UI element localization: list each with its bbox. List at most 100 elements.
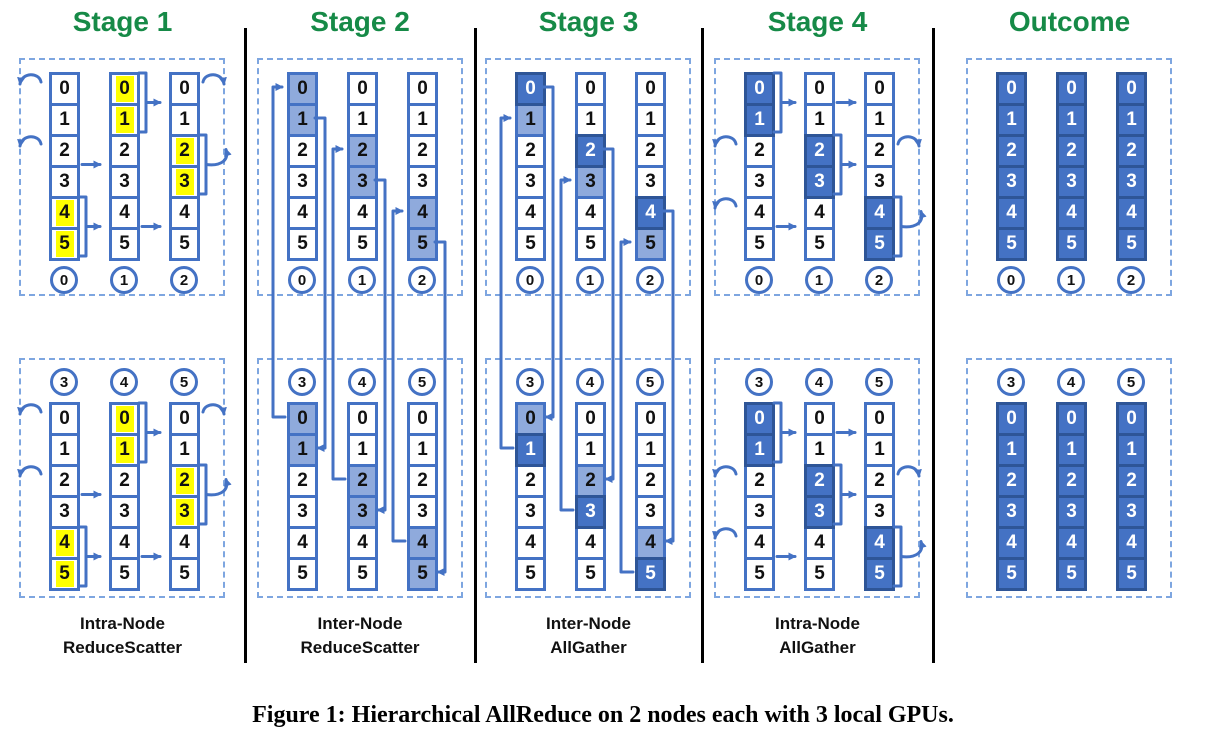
memory-cell: 3 — [1056, 165, 1087, 199]
cell-value: 4 — [1006, 532, 1017, 553]
stage-label-line: Inter-Node — [546, 614, 631, 633]
cell-value: 1 — [814, 439, 825, 460]
memory-cell: 0 — [575, 72, 606, 106]
cell-value: 4 — [874, 532, 885, 553]
memory-cell: 4 — [575, 196, 606, 230]
cell-value: 3 — [357, 501, 368, 522]
cell-value: 2 — [119, 470, 130, 491]
memory-cell: 0 — [804, 72, 835, 106]
memory-cell: 1 — [287, 433, 318, 467]
memory-cell: 0 — [109, 402, 140, 436]
cell-value: 5 — [179, 563, 190, 584]
memory-cell: 4 — [347, 526, 378, 560]
memory-cell: 0 — [996, 72, 1027, 106]
memory-cell: 1 — [864, 433, 895, 467]
cell-value: 0 — [754, 78, 765, 99]
cell-value: 5 — [585, 233, 596, 254]
memory-cell: 1 — [1056, 103, 1087, 137]
memory-cell: 0 — [635, 72, 666, 106]
memory-cell: 5 — [407, 557, 438, 591]
cell-value: 1 — [645, 109, 656, 130]
memory-cell: 0 — [864, 72, 895, 106]
memory-cell: 4 — [287, 196, 318, 230]
memory-cell: 0 — [407, 402, 438, 436]
memory-cell: 2 — [287, 134, 318, 168]
gpu-id-badge: 0 — [50, 266, 78, 294]
memory-cell: 5 — [407, 227, 438, 261]
cell-value: 4 — [814, 532, 825, 553]
cell-value: 3 — [417, 171, 428, 192]
memory-cell: 3 — [635, 165, 666, 199]
memory-cell: 3 — [287, 165, 318, 199]
cell-value: 1 — [357, 109, 368, 130]
memory-cell: 0 — [287, 72, 318, 106]
gpu-id-badge: 4 — [348, 368, 376, 396]
cell-value: 0 — [357, 78, 368, 99]
memory-cell: 4 — [575, 526, 606, 560]
cell-value: 3 — [297, 171, 308, 192]
memory-cell: 1 — [347, 103, 378, 137]
memory-cell: 4 — [864, 526, 895, 560]
cell-value: 1 — [754, 439, 765, 460]
cell-value: 0 — [645, 78, 656, 99]
cell-value: 5 — [754, 563, 765, 584]
cell-value: 5 — [179, 233, 190, 254]
memory-cell: 3 — [109, 495, 140, 529]
cell-value: 3 — [417, 501, 428, 522]
memory-cell: 4 — [804, 526, 835, 560]
memory-cell: 5 — [287, 227, 318, 261]
cell-value: 1 — [297, 439, 308, 460]
memory-cell: 2 — [744, 134, 775, 168]
memory-cell: 0 — [1056, 72, 1087, 106]
stage-label-line: ReduceScatter — [62, 637, 183, 657]
cell-value: 3 — [175, 499, 194, 525]
memory-cell: 1 — [744, 433, 775, 467]
cell-value: 4 — [525, 532, 536, 553]
memory-cell: 0 — [1056, 402, 1087, 436]
cell-value: 5 — [119, 233, 130, 254]
cell-value: 0 — [585, 408, 596, 429]
memory-cell: 1 — [407, 103, 438, 137]
memory-cell: 4 — [169, 526, 200, 560]
memory-cell: 5 — [1056, 227, 1087, 261]
cell-value: 2 — [585, 140, 596, 161]
memory-cell: 4 — [109, 196, 140, 230]
memory-cell: 1 — [575, 103, 606, 137]
cell-value: 4 — [179, 202, 190, 223]
memory-cell: 3 — [347, 495, 378, 529]
cell-value: 5 — [585, 563, 596, 584]
cell-value: 3 — [645, 171, 656, 192]
cell-value: 1 — [115, 107, 134, 133]
cell-value: 1 — [179, 109, 190, 130]
memory-cell: 5 — [1116, 557, 1147, 591]
stage-divider — [701, 28, 704, 663]
memory-cell: 4 — [1056, 526, 1087, 560]
memory-cell: 0 — [49, 72, 80, 106]
cell-value: 1 — [874, 109, 885, 130]
memory-cell: 1 — [407, 433, 438, 467]
memory-cell: 3 — [864, 165, 895, 199]
cell-value: 2 — [1066, 140, 1077, 161]
cell-value: 2 — [59, 470, 70, 491]
cell-value: 2 — [357, 470, 368, 491]
memory-cell: 5 — [109, 557, 140, 591]
memory-cell: 1 — [287, 103, 318, 137]
cell-value: 4 — [119, 202, 130, 223]
cell-value: 1 — [357, 439, 368, 460]
gpu-id-badge: 4 — [110, 368, 138, 396]
memory-cell: 1 — [1056, 433, 1087, 467]
cell-value: 0 — [874, 408, 885, 429]
cell-value: 5 — [814, 233, 825, 254]
cell-value: 5 — [55, 231, 74, 257]
cell-value: 2 — [357, 140, 368, 161]
memory-cell: 2 — [407, 134, 438, 168]
memory-cell: 3 — [407, 165, 438, 199]
